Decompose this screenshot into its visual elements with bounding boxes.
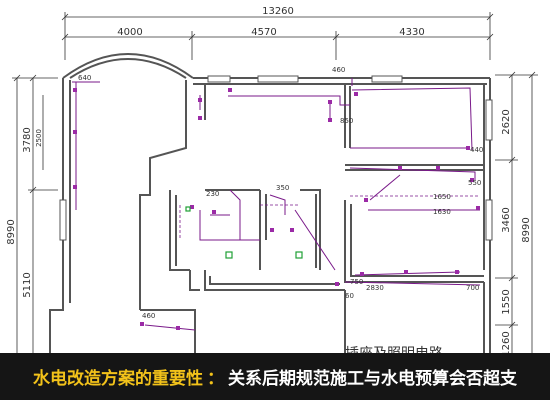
dim-top-seg1: 4000 [117, 27, 142, 38]
label-640: 640 [78, 74, 91, 82]
top-dimensions [61, 12, 494, 60]
label-700: 700 [466, 284, 479, 292]
dim-right-seg4: 1260 [501, 331, 512, 356]
dim-left-upper: 3780 [22, 127, 33, 152]
label-750: 750 [350, 278, 363, 286]
dim-left-upper-inner: 2500 [35, 129, 43, 147]
dim-top-seg3: 4330 [399, 27, 424, 38]
caption-separator: ： [207, 369, 224, 389]
label-60: 60 [345, 292, 354, 300]
dim-right-seg3: 1550 [501, 289, 512, 314]
dim-right-seg1: 2620 [501, 109, 512, 134]
dashed-wiring [179, 195, 480, 240]
dim-right-seg2: 3460 [501, 207, 512, 232]
fixture-markers [185, 206, 303, 259]
label-2830: 2830 [366, 284, 384, 292]
circuit-wiring [72, 78, 481, 331]
label-460-bottom: 460 [142, 312, 155, 320]
outlet-markers [73, 88, 480, 330]
label-850: 850 [340, 117, 353, 125]
label-350: 350 [276, 184, 289, 192]
dim-overall-width: 13260 [262, 6, 294, 17]
dim-top-seg2: 4570 [251, 27, 276, 38]
caption-highlight: 水电改造方案的重要性 [33, 369, 203, 389]
dim-left-lower: 5110 [22, 272, 33, 297]
dim-left-overall: 8990 [6, 219, 17, 244]
right-dimensions [495, 71, 538, 353]
label-460-top: 460 [332, 66, 345, 74]
walls [49, 53, 491, 353]
label-1650: 1650 [433, 193, 451, 201]
label-550: 550 [468, 179, 481, 187]
windows [59, 75, 493, 241]
label-230: 230 [206, 190, 219, 198]
label-440: 440 [470, 146, 483, 154]
left-dimensions [12, 74, 58, 353]
dim-right-overall: 8990 [521, 217, 532, 242]
caption-text: 关系后期规范施工与水电预算会否超支 [228, 369, 517, 389]
caption-bar: 水电改造方案的重要性 ： 关系后期规范施工与水电预算会否超支 [0, 353, 550, 400]
inner-dimension-labels: 640 460 850 440 550 1650 1630 230 350 28… [78, 66, 483, 320]
label-1630: 1630 [433, 208, 451, 216]
